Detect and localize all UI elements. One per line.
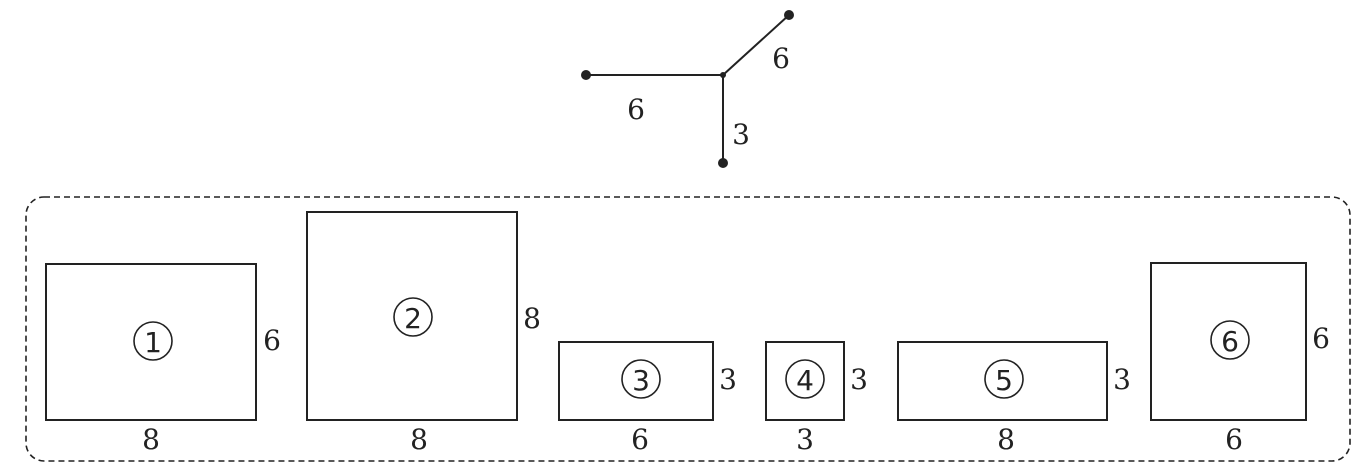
piece-4-rect [765,341,845,421]
piece-2: 2 8 8 [306,211,541,456]
piece-2-width-label: 8 [410,423,428,456]
piece-4-number-circle [785,359,825,399]
piece-3-rect [558,341,714,421]
piece-1-number-circle [133,321,173,361]
skeleton-left-node [581,70,591,80]
piece-1-rect [45,263,257,421]
skeleton-graph: 6 6 3 [581,10,794,168]
piece-2-height-label: 8 [523,302,541,335]
skeleton-down-label: 3 [732,118,750,151]
skeleton-bottom-node [718,158,728,168]
piece-5-rect [897,341,1108,421]
skeleton-diagonal-label: 6 [772,42,790,75]
piece-3-height-label: 3 [719,363,737,396]
piece-6-width-label: 6 [1225,423,1243,456]
piece-4: 4 3 3 [765,341,868,456]
skeleton-top-node [784,10,794,20]
piece-4-number: 4 [796,364,814,397]
piece-5-number-circle [984,359,1024,399]
skeleton-left-label: 6 [627,93,645,126]
piece-5-number: 5 [995,364,1013,397]
skeleton-diagonal-edge [722,14,790,76]
piece-4-width-label: 3 [796,423,814,456]
piece-5-width-label: 8 [997,423,1015,456]
piece-6-height-label: 6 [1312,322,1330,355]
piece-3-width-label: 6 [631,423,649,456]
piece-4-height-label: 3 [850,363,868,396]
piece-2-number-circle [393,297,433,337]
piece-2-rect [306,211,518,421]
piece-6-number-circle [1210,320,1250,360]
piece-3-number: 3 [632,364,650,397]
pieces-container [25,196,1351,462]
piece-5: 5 8 3 [897,341,1131,456]
piece-6-number: 6 [1221,325,1239,358]
piece-1-height-label: 6 [263,324,281,357]
piece-1-number: 1 [144,326,162,359]
skeleton-center-node [720,72,726,78]
piece-6-rect [1150,262,1307,421]
piece-2-number: 2 [404,302,422,335]
piece-1: 1 8 6 [45,263,281,456]
piece-3-number-circle [621,359,661,399]
piece-5-height-label: 3 [1113,363,1131,396]
piece-3: 3 6 3 [558,341,737,456]
piece-1-width-label: 8 [142,423,160,456]
piece-6: 6 6 6 [1150,262,1330,456]
